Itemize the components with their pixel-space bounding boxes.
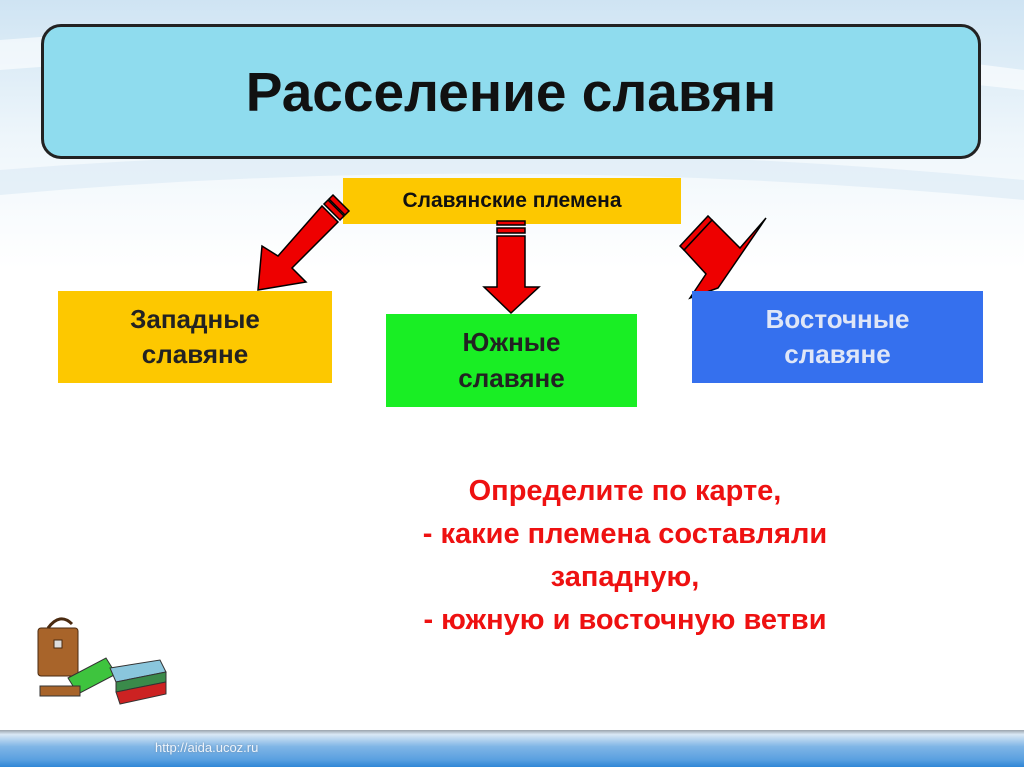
arrow-south-icon: [482, 220, 541, 315]
question-line: - какие племена составляли: [422, 518, 828, 550]
root-label: Славянские племена: [402, 189, 622, 212]
arrow-east-icon: [678, 214, 767, 300]
south-label-line1: Южные: [462, 327, 561, 358]
west-label-line2: славяне: [141, 339, 249, 369]
east-label-line1: Восточные: [765, 303, 910, 334]
question-line: Определите по карте,: [468, 475, 782, 507]
school-supplies-clipart-icon: [37, 617, 167, 705]
footer-url: http://aida.ucoz.ru: [155, 740, 259, 755]
west-label-line1: Западные: [130, 303, 260, 334]
east-label-line2: славяне: [784, 339, 891, 369]
arrow-west-icon: [257, 193, 351, 291]
question-line: - южную и восточную ветви: [423, 604, 827, 636]
slide-title: Расселение славян: [245, 60, 777, 123]
footer-bar: [0, 730, 1024, 767]
question-text: Определите по карте, - какие племена сос…: [340, 470, 910, 642]
south-label-line2: славяне: [458, 362, 565, 393]
south-slavs-node: Южные славяне: [386, 314, 637, 407]
west-slavs-node: Западные славяне: [58, 291, 332, 383]
title-box: Расселение славян: [41, 24, 981, 159]
question-line: западную,: [550, 561, 700, 593]
root-node-slavic-tribes: Славянские племена: [343, 178, 681, 224]
east-slavs-node: Восточные славяне: [692, 291, 983, 383]
